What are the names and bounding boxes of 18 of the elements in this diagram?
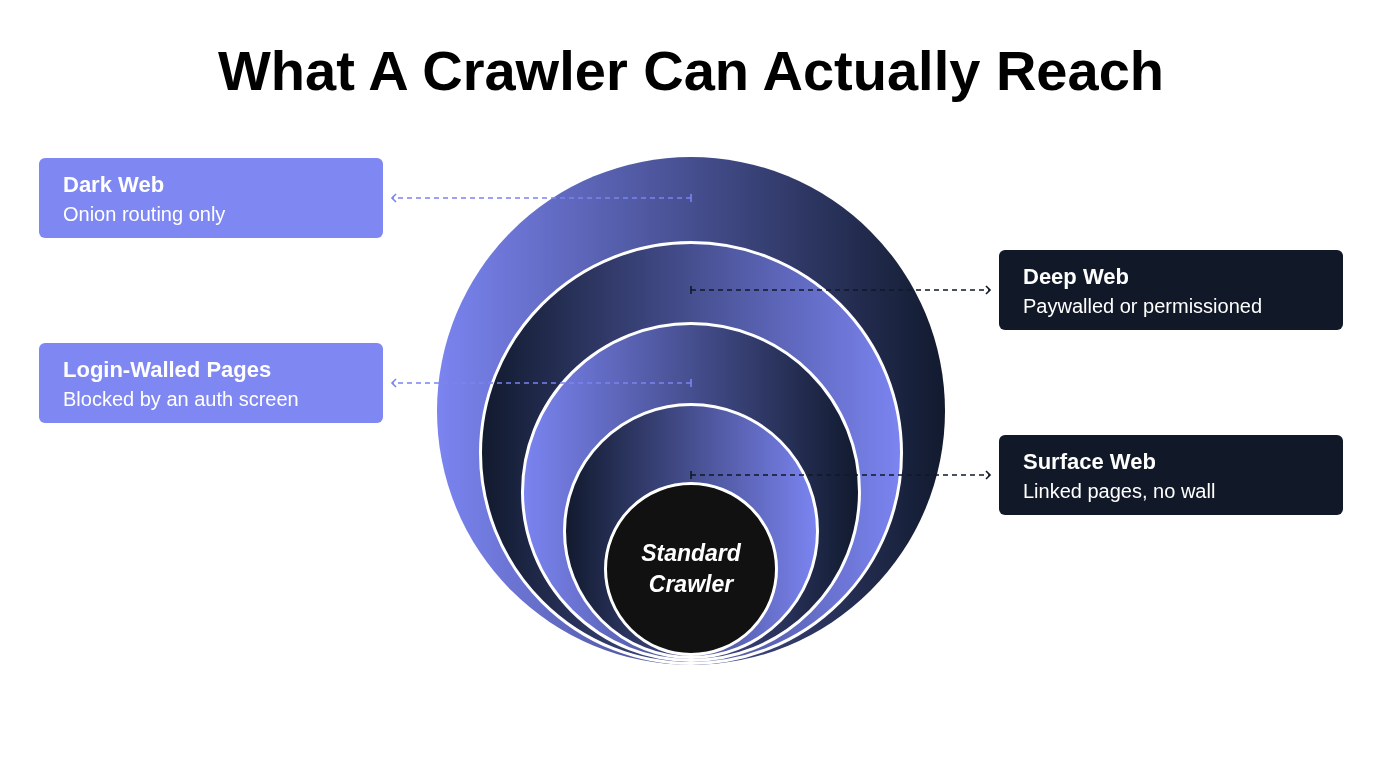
callout-card xyxy=(39,158,383,238)
leader-line xyxy=(690,285,991,295)
leader-line xyxy=(690,470,991,480)
card-description: Linked pages, no wall xyxy=(1023,479,1217,504)
callout-card xyxy=(39,343,383,423)
card-heading: Dark Web xyxy=(63,171,166,199)
circle-label: Standard Crawler xyxy=(640,539,742,599)
card-heading: Deep Web xyxy=(1023,263,1130,291)
callout-card xyxy=(999,250,1343,330)
leader-line xyxy=(391,378,692,388)
callout-card xyxy=(999,435,1343,515)
leader-line xyxy=(391,193,692,203)
card-heading: Surface Web xyxy=(1023,448,1157,476)
card-description: Blocked by an auth screen xyxy=(63,387,300,412)
card-description: Onion routing only xyxy=(63,202,227,227)
card-description: Paywalled or permissioned xyxy=(1023,294,1263,319)
diagram-title: What A Crawler Can Actually Reach xyxy=(217,38,1165,103)
card-heading: Login-Walled Pages xyxy=(63,356,273,384)
